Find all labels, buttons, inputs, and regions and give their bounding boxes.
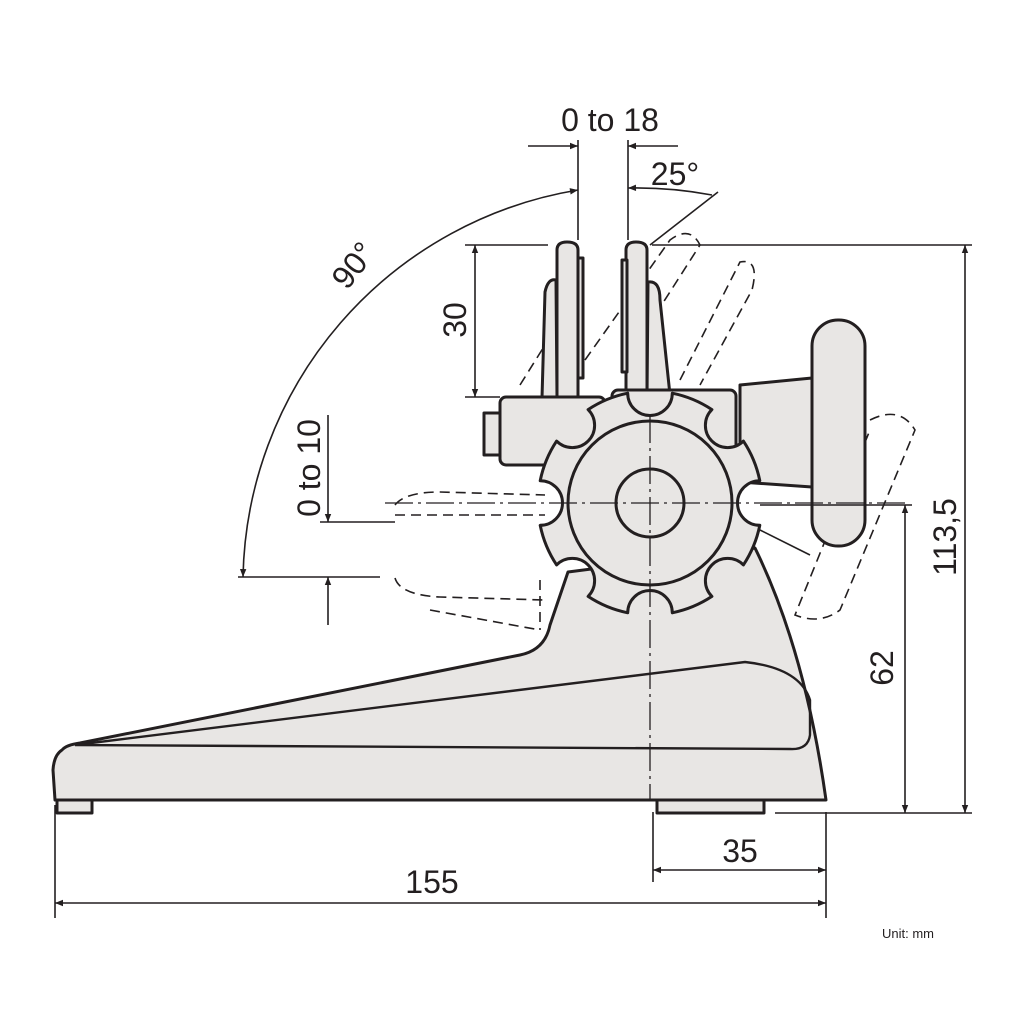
dim-base-length: 155 — [405, 864, 458, 900]
clamp-handle — [810, 318, 867, 548]
dim-jaw-height: 30 — [437, 302, 473, 338]
dim-foot-offset: 35 — [722, 833, 758, 869]
dim-vertical-offset: 0 to 10 — [291, 419, 327, 517]
dim-tilt-90: 90° — [324, 235, 382, 295]
base — [51, 546, 828, 802]
dim-tilt-25: 25° — [651, 156, 699, 192]
foot-right — [655, 798, 766, 815]
unit-note: Unit: mm — [882, 926, 934, 941]
dim-total-height: 113,5 — [927, 498, 963, 576]
dim-center-height: 62 — [864, 650, 900, 686]
base-wedge — [74, 660, 812, 751]
foot-left — [55, 798, 94, 815]
dimension-lines — [54, 140, 972, 918]
dim-jaw-opening: 0 to 18 — [561, 102, 659, 138]
